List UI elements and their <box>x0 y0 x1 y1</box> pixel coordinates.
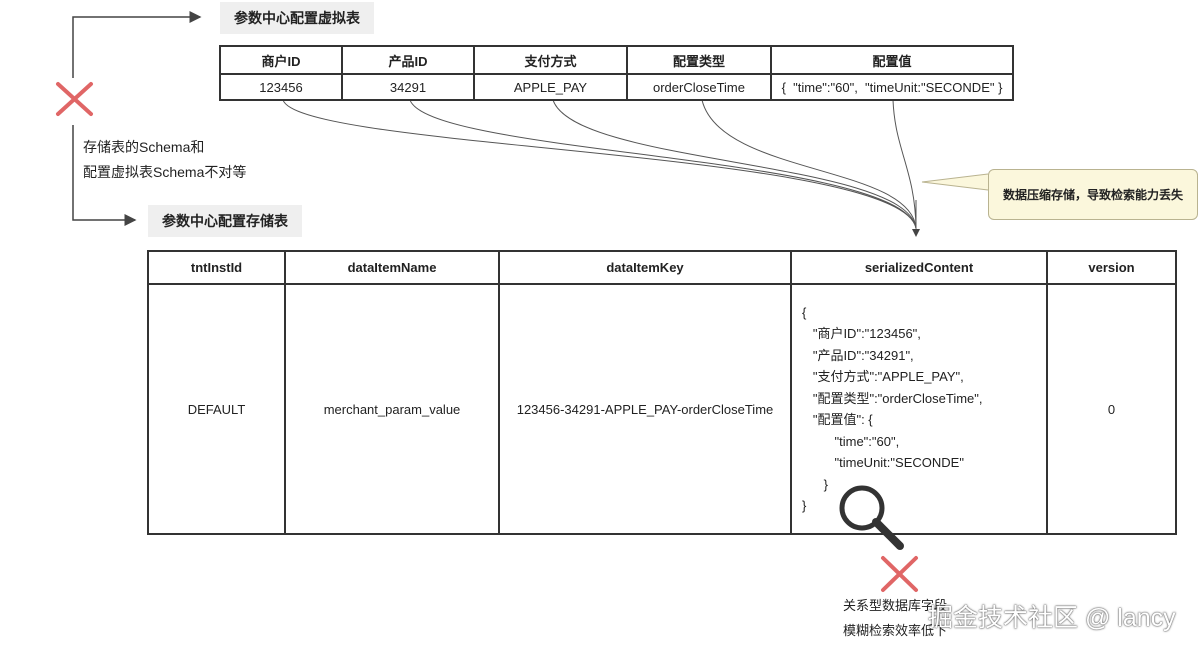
search-note-line: 关系型数据库字段 <box>843 598 948 613</box>
virtual-cell-payment-method: APPLE_PAY <box>473 73 628 101</box>
virtual-table: 商户ID 产品ID 支付方式 配置类型 配置值 123456 34291 APP… <box>219 45 1014 101</box>
cross-icon <box>881 556 918 592</box>
storage-table-title: 参数中心配置存储表 <box>148 205 302 237</box>
json-line: } <box>802 476 829 492</box>
callout-pointer <box>921 173 989 191</box>
storage-header-serialized-content: serializedContent <box>790 250 1048 285</box>
virtual-cell-config-type: orderCloseTime <box>626 73 772 101</box>
cross-icon <box>56 82 93 116</box>
storage-cell-serialized-content: { "商户ID":"123456", "产品ID":"34291", "支付方式… <box>790 283 1048 535</box>
search-note-line: 模糊检索效率低下 <box>843 623 948 638</box>
json-line: "产品ID":"34291", <box>802 347 914 363</box>
storage-header-data-item-key: dataItemKey <box>498 250 792 285</box>
json-line: } <box>802 498 807 513</box>
mapping-curve <box>552 99 917 229</box>
mapping-curve <box>282 99 917 229</box>
virtual-table-title: 参数中心配置虚拟表 <box>220 2 374 34</box>
storage-cell-tnt-inst-id: DEFAULT <box>147 283 286 535</box>
compression-callout: 数据压缩存储，导致检索能力丢失 <box>988 169 1198 220</box>
virtual-cell-product-id: 34291 <box>341 73 475 101</box>
json-line: "time":"60", <box>802 433 900 449</box>
virtual-header-merchant-id: 商户ID <box>219 45 343 75</box>
virtual-header-payment-method: 支付方式 <box>473 45 628 75</box>
virtual-header-config-value: 配置值 <box>770 45 1014 75</box>
storage-header-tnt-inst-id: tntInstId <box>147 250 286 285</box>
json-line: "商户ID":"123456", <box>802 326 921 341</box>
virtual-cell-config-value: { "time":"60", "timeUnit:"SECONDE" } <box>770 73 1014 101</box>
storage-table: tntInstId dataItemName dataItemKey seria… <box>147 250 1177 535</box>
storage-cell-version: 0 <box>1046 283 1177 535</box>
mapping-curve <box>409 99 917 229</box>
json-line: { <box>802 304 807 320</box>
storage-cell-data-item-key: 123456-34291-APPLE_PAY-orderCloseTime <box>498 283 792 535</box>
json-line: "配置值": { <box>802 412 873 427</box>
storage-cell-data-item-name: merchant_param_value <box>284 283 500 535</box>
virtual-header-config-type: 配置类型 <box>626 45 772 75</box>
json-line: "配置类型":"orderCloseTime", <box>802 390 983 406</box>
mapping-curve <box>892 99 917 229</box>
watermark-text: 掘金技术社区 @ lancy <box>928 604 1176 632</box>
bracket-arrow-bottom <box>72 125 137 226</box>
storage-header-data-item-name: dataItemName <box>284 250 500 285</box>
schema-note-line: 配置虚拟表Schema不对等 <box>83 164 247 180</box>
json-line: "支付方式":"APPLE_PAY", <box>802 369 964 384</box>
schema-mismatch-note: 存储表的Schema和 配置虚拟表Schema不对等 <box>83 135 246 185</box>
bracket-arrow-top <box>72 11 202 78</box>
virtual-cell-merchant-id: 123456 <box>219 73 343 101</box>
mapping-curve <box>701 99 917 229</box>
virtual-header-product-id: 产品ID <box>341 45 475 75</box>
search-inefficiency-note: 关系型数据库字段 模糊检索效率低下 <box>843 593 947 643</box>
storage-header-version: version <box>1046 250 1177 285</box>
json-line: "timeUnit:"SECONDE" <box>802 455 964 470</box>
schema-note-line: 存储表的Schema和 <box>83 139 205 155</box>
